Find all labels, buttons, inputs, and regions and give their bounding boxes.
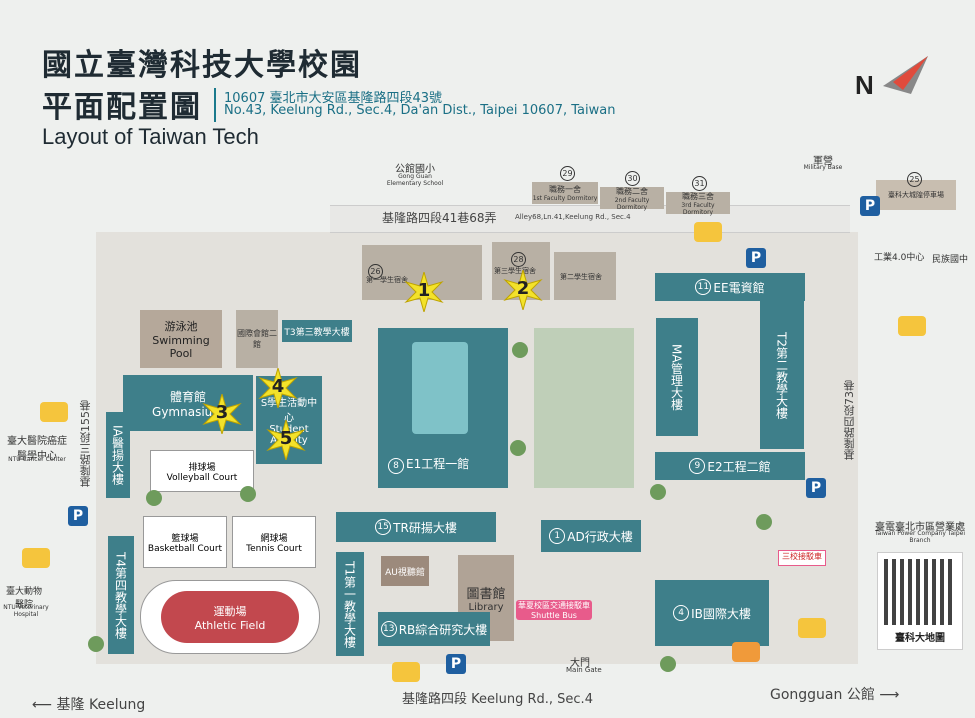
parking-icon-25: P [860, 196, 880, 216]
page-title-zh-line1: 國立臺灣科技大學校園 [42, 48, 362, 83]
building-30-number: 30 [625, 171, 640, 186]
north-arrow: N [855, 56, 928, 101]
ln73-label: 基隆路四段73巷 [843, 380, 856, 460]
north-arrow-icon [883, 56, 928, 94]
alley-label-en: Alley68,Ln.41,Keelung Rd., Sec.4 [515, 213, 631, 221]
alley-road [330, 205, 850, 233]
ln155-label: 基隆路三段155巷 [79, 400, 92, 487]
building-28-number: 28 [511, 252, 526, 267]
page-title-zh-line2: 平面配置圖 [42, 90, 202, 125]
qr-code-icon [884, 559, 956, 625]
marker-4[interactable]: 4 [258, 366, 298, 410]
main-road-label: 基隆路四段 Keelung Rd., Sec.4 [402, 692, 593, 707]
keelung-direction: ⟵ 基隆 Keelung [32, 697, 146, 713]
building-25-number: 25 [907, 172, 922, 187]
building-33-international-house[interactable]: 國際會館二館 [236, 310, 278, 368]
tree-icon [756, 514, 772, 530]
building-31-number: 31 [692, 176, 707, 191]
gongguan-direction: Gongguan 公館 ⟶ [770, 687, 900, 703]
shuttle-bus-three-school[interactable]: 三校接駁車 [778, 550, 826, 566]
building-7-t1[interactable]: T1第一教學大樓 [336, 552, 364, 656]
building-6-ia[interactable]: IA醫揚大樓 [106, 412, 130, 498]
marker-3[interactable]: 3 [202, 392, 242, 436]
north-label: N [855, 70, 874, 100]
ubike-icon-5 [798, 618, 826, 638]
ntu-cancer-center-en: NTU Cancer Center [8, 456, 66, 463]
ubike-icon-6 [392, 662, 420, 682]
gongguan-school-zh: 公館國小 [395, 164, 435, 175]
tree-icon [510, 440, 526, 456]
minzu-zh: 民族國中 [932, 255, 969, 265]
alley-label-zh: 基隆路四段41巷68弄 [382, 211, 497, 225]
address-en: No.43, Keelung Rd., Sec.4, Da'an Dist., … [224, 103, 616, 118]
building-27-second-student-dorm[interactable]: 第二學生宿舍 [554, 252, 616, 300]
taipower-en: Taiwan Power Company Taipei Branch [875, 530, 965, 544]
parking-icon-top: P [746, 248, 766, 268]
address-divider [214, 88, 216, 122]
e1-courtyard-pool [412, 342, 468, 434]
main-gate-en: Main Gate [566, 666, 602, 674]
tree-icon [660, 656, 676, 672]
ntu-vet-hospital-en: NTU Veterinary Hospital [3, 604, 49, 618]
tree-icon [512, 342, 528, 358]
ubike-icon-2 [22, 548, 50, 568]
marker-2[interactable]: 2 [503, 268, 543, 312]
ntu-vet-hospital-zh: 臺大動物醫院 [5, 587, 42, 610]
central-lawn [534, 328, 634, 488]
marker-1[interactable]: 1 [404, 270, 444, 314]
building-10-ma[interactable]: MA管理大樓 [656, 318, 698, 436]
parking-icon-left: P [68, 506, 88, 526]
address-zh: 10607 臺北市大安區基隆路四段43號 [224, 91, 443, 106]
parking-icon-right: P [806, 478, 826, 498]
taipower-zh: 臺電臺北市區營業處 [875, 522, 965, 533]
building-15-tr[interactable]: T4第四教學大樓 [108, 536, 134, 654]
ubike-icon-3 [694, 222, 722, 242]
military-en: Military Base [803, 164, 843, 171]
building-29-number: 29 [560, 166, 575, 181]
factory-zh: 工業4.0中心 [874, 253, 925, 263]
ubike-icon-1 [40, 402, 68, 422]
ubike-icon-7 [732, 642, 760, 662]
ubike-icon-4 [898, 316, 926, 336]
tree-icon [88, 636, 104, 652]
tree-icon [240, 486, 256, 502]
gongguan-school-en: Gong Guan Elementary School [386, 173, 444, 187]
military-zh: 軍營 [813, 156, 833, 167]
qr-code-label: 臺科大地圖 [895, 633, 945, 644]
building-26-number: 26 [368, 264, 383, 279]
main-gate-zh: 大門 [570, 658, 590, 669]
page-title-en: Layout of Taiwan Tech [42, 124, 259, 149]
marker-5[interactable]: 5 [266, 418, 306, 462]
parking-icon-bottom: P [446, 654, 466, 674]
ntu-cancer-center-zh: 臺大醫院癌症醫學中心 [7, 436, 67, 462]
building-18-au[interactable]: AU視聽館 [381, 556, 429, 586]
building-5-t3[interactable]: T3第三教學大樓 [282, 320, 352, 342]
building-12-t2[interactable]: T2第二教學大樓 [760, 301, 804, 449]
qr-code-card[interactable]: 臺科大地圖 [877, 552, 963, 650]
tree-icon [146, 490, 162, 506]
tree-icon [650, 484, 666, 500]
